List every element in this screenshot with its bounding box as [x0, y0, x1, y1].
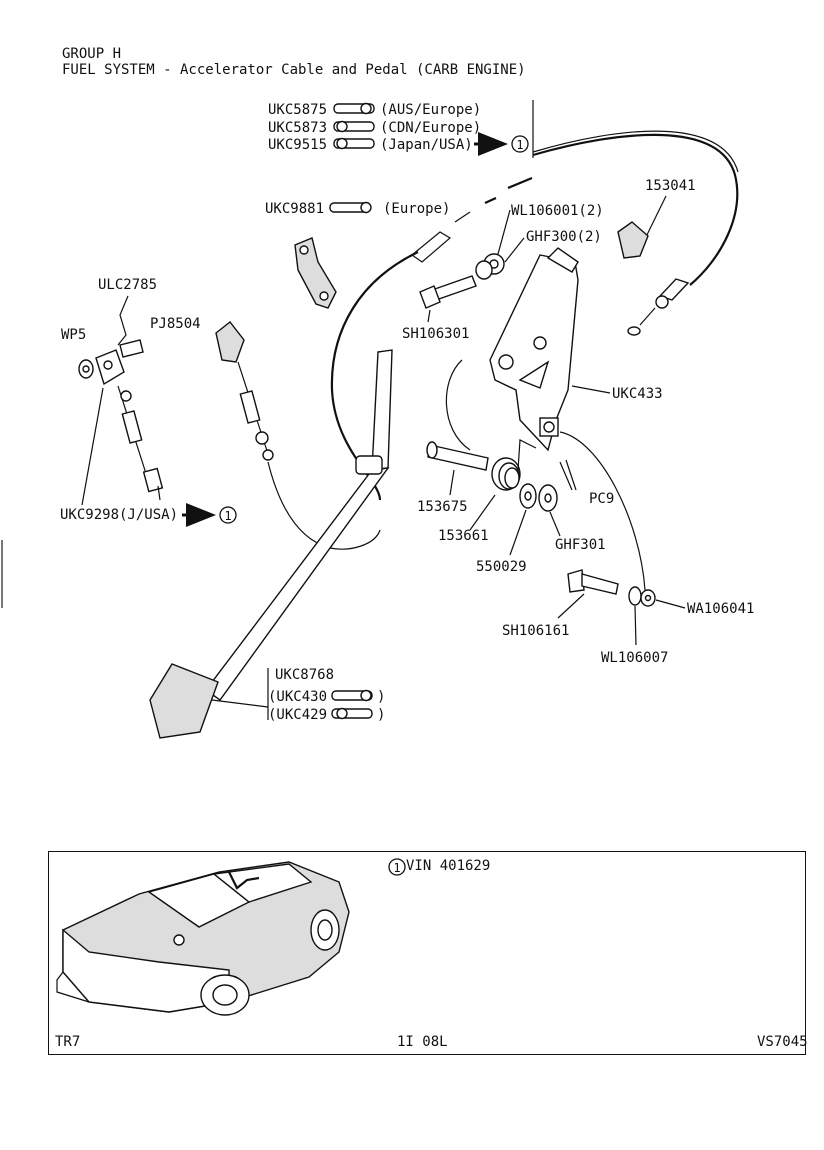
- label-ukc9515: UKC9515: [268, 137, 327, 153]
- svg-text:1: 1: [393, 861, 400, 875]
- marker-number: 1: [516, 138, 523, 152]
- label-sh106161: SH106161: [502, 623, 569, 639]
- marker-number: 1: [224, 509, 231, 523]
- label-wl106007: WL106007: [601, 650, 668, 666]
- label-ukc9881: UKC9881: [265, 201, 324, 217]
- label-ukc9298: UKC9298(J/USA): [60, 507, 178, 523]
- paren: ): [377, 707, 385, 723]
- rod-assembly-center: [215, 321, 381, 550]
- label-cdn-europe: (CDN/Europe): [380, 120, 481, 136]
- label-aus-europe: (AUS/Europe): [380, 102, 481, 118]
- label-ukc429: (UKC429: [268, 707, 327, 723]
- label-wl106001: WL106001(2): [511, 203, 604, 219]
- page-reference: 1I 08L: [397, 1034, 448, 1050]
- circle-marker-icon: [511, 135, 529, 153]
- label-ukc5875: UKC5875: [268, 102, 327, 118]
- bracket-icon: [294, 237, 337, 309]
- clip-153041: 153041: [617, 178, 696, 259]
- vin-inset-panel: 1 VIN 401629 TR7 1I 08L VS7045: [48, 851, 808, 1055]
- label-pc9: PC9: [589, 491, 614, 507]
- label-ukc430: (UKC430: [268, 689, 327, 705]
- bolt-sh106301: SH106301: [402, 275, 477, 342]
- label-ukc433: UKC433: [612, 386, 663, 402]
- bolt-head-icon: [419, 285, 441, 309]
- cable-part-codes: UKC5875 (AUS/Europe) UKC5873 (CDN/Europe…: [268, 102, 529, 156]
- pedal-box-bracket: UKC433: [445, 247, 663, 591]
- pedal-arm: UKC8768 (UKC430 ) (UKC429 ): [149, 349, 393, 739]
- label-ghf300: GHF300(2): [526, 229, 602, 245]
- label-ulc2785: ULC2785: [98, 277, 157, 293]
- plate-reference: VS7045: [757, 1034, 808, 1050]
- label-pj8504: PJ8504: [150, 316, 201, 332]
- vin-note: VIN 401629: [406, 858, 491, 874]
- page-title: FUEL SYSTEM - Accelerator Cable and Peda…: [62, 62, 526, 78]
- rod-assembly-left: ULC2785 PJ8504 WP5 UKC9298(J/USA) 1: [60, 277, 237, 527]
- label-sh106301: SH106301: [402, 326, 469, 342]
- circle-marker-icon: 1: [388, 858, 406, 876]
- accelerator-cable: [330, 130, 739, 501]
- clip-icon: [617, 221, 649, 259]
- label-wp5: WP5: [61, 327, 86, 343]
- label-europe: (Europe): [383, 201, 450, 217]
- europe-bracket: UKC9881 (Europe): [265, 201, 450, 309]
- paren: ): [377, 689, 385, 705]
- label-japan-usa: (Japan/USA): [380, 137, 473, 153]
- label-153675: 153675: [417, 499, 468, 515]
- pedal-pad-icon: [149, 663, 219, 739]
- circle-marker-icon: [219, 506, 237, 524]
- label-153041: 153041: [645, 178, 696, 194]
- model-label: TR7: [55, 1034, 81, 1050]
- pivot-group: 153675 153661 PC9 550029 GHF301: [417, 439, 614, 575]
- label-550029: 550029: [476, 559, 527, 575]
- label-ukc8768: UKC8768: [275, 667, 334, 683]
- washer-nut-group: WL106001(2) GHF300(2): [475, 203, 604, 280]
- label-ghf301: GHF301: [555, 537, 606, 553]
- label-wa106041: WA106041: [687, 601, 754, 617]
- lower-bolt-group: SH106161 WA106041 WL106007: [502, 569, 754, 666]
- group-heading: GROUP H: [62, 46, 122, 62]
- car-illustration: [56, 861, 350, 1016]
- label-ukc5873: UKC5873: [268, 120, 327, 136]
- clevis-pin-icon: [119, 339, 144, 358]
- label-153661: 153661: [438, 528, 489, 544]
